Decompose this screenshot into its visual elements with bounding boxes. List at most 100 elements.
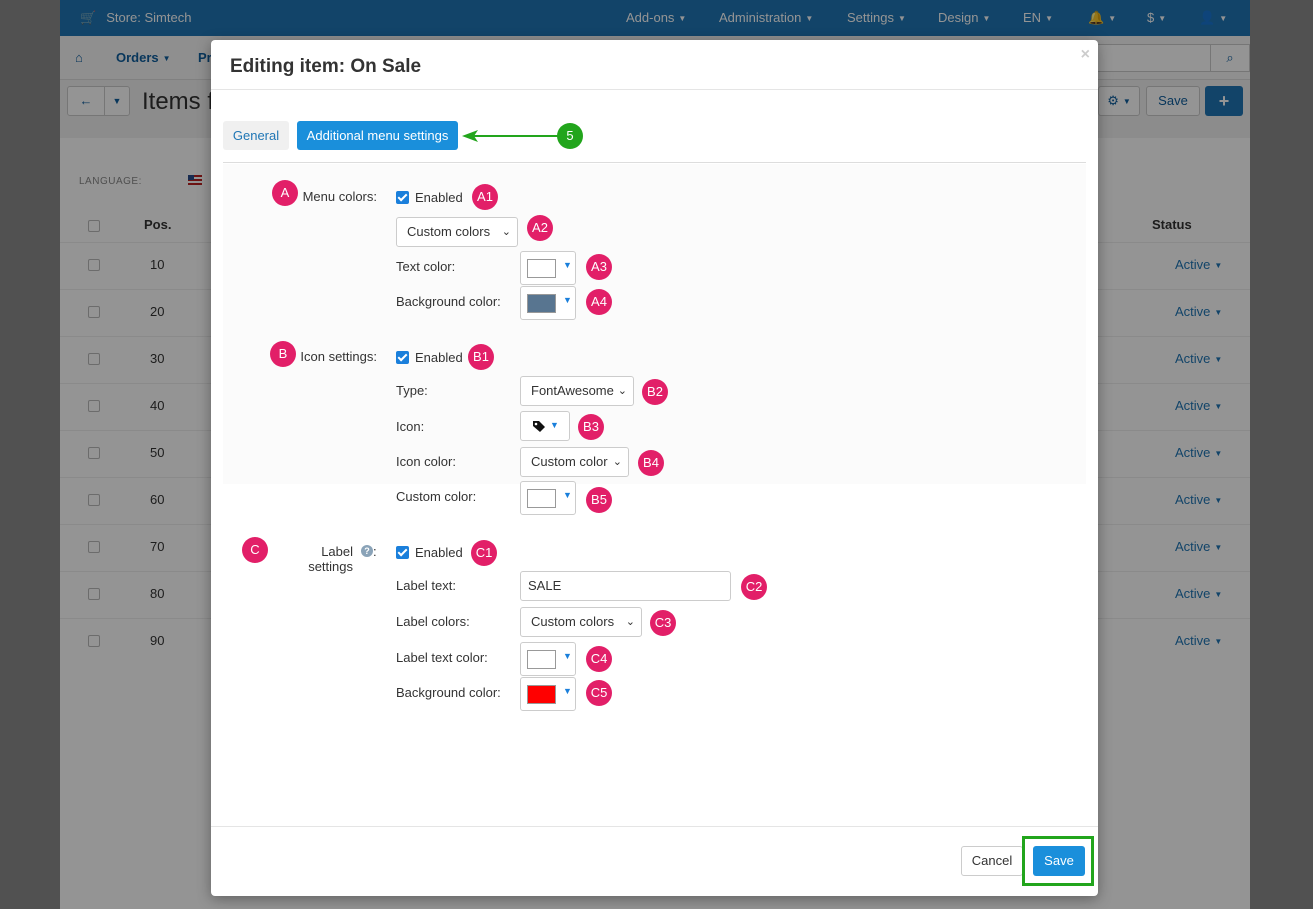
status-dropdown[interactable]: Active▼	[1175, 539, 1223, 554]
plus-icon: +	[1218, 91, 1230, 111]
step-badge: 5	[557, 123, 583, 149]
status-dropdown[interactable]: Active▼	[1175, 351, 1223, 366]
menu-colors-enabled-checkbox[interactable]	[396, 191, 409, 204]
status-dropdown[interactable]: Active▼	[1175, 445, 1223, 460]
icon-color-select[interactable]: Custom color⌄	[520, 447, 629, 477]
status-dropdown[interactable]: Active▼	[1175, 257, 1223, 272]
text-color-label: Text color:	[396, 259, 456, 274]
back-button[interactable]: ←	[67, 86, 105, 116]
color-swatch	[527, 650, 556, 669]
form-background	[223, 164, 1086, 484]
label-colors-label: Label colors:	[396, 614, 470, 629]
us-flag-icon[interactable]	[188, 175, 202, 185]
status-dropdown[interactable]: Active▼	[1175, 586, 1223, 601]
status-dropdown[interactable]: Active▼	[1175, 492, 1223, 507]
annotation-badge: C5	[586, 680, 612, 706]
menu-design[interactable]: Design▼	[938, 10, 991, 25]
caret-down-icon: ▼	[563, 686, 572, 696]
close-icon[interactable]: ×	[1080, 46, 1090, 63]
annotation-arrow	[462, 130, 558, 142]
chevron-down-icon: ⌄	[501, 226, 511, 238]
caret-down-icon: ▼	[563, 651, 572, 661]
background-color-picker[interactable]: ▼	[520, 286, 576, 320]
status-dropdown[interactable]: Active▼	[1175, 633, 1223, 648]
page-save-button[interactable]: Save	[1146, 86, 1200, 116]
cart-icon: 🛒	[80, 10, 97, 25]
home-icon[interactable]: ⌂	[75, 50, 83, 65]
dialog-title: Editing item: On Sale	[230, 56, 422, 77]
label-settings-enabled-label: Enabled	[415, 545, 463, 560]
row-checkbox[interactable]	[88, 588, 100, 600]
column-header-pos: Pos.	[144, 217, 172, 232]
label-settings-enabled-checkbox[interactable]	[396, 546, 409, 559]
cancel-button[interactable]: Cancel	[961, 846, 1023, 876]
menu-colors-enabled-label: Enabled	[415, 190, 463, 205]
caret-down-icon: ▼	[563, 490, 572, 500]
search-icon[interactable]: ⌕	[1210, 44, 1250, 72]
row-checkbox[interactable]	[88, 447, 100, 459]
icon-label: Icon:	[396, 419, 425, 434]
icon-type-select[interactable]: FontAwesome⌄	[520, 376, 634, 406]
row-checkbox[interactable]	[88, 541, 100, 553]
icon-settings-enabled-label: Enabled	[415, 350, 463, 365]
divider	[211, 89, 1098, 90]
page-header: ← ▼ Items f ⚙▼ Save +	[60, 80, 1250, 124]
color-swatch	[527, 294, 556, 313]
menu-settings[interactable]: Settings▼	[847, 10, 906, 25]
status-dropdown[interactable]: Active▼	[1175, 304, 1223, 319]
annotation-badge: B4	[638, 450, 664, 476]
label-background-color-picker[interactable]: ▼	[520, 677, 576, 711]
tag-icon	[533, 421, 545, 432]
row-checkbox[interactable]	[88, 259, 100, 271]
menu-currency[interactable]: $▼	[1147, 10, 1167, 25]
annotation-badge: C	[242, 537, 268, 563]
select-all-checkbox[interactable]	[88, 220, 100, 232]
menu-administration[interactable]: Administration▼	[719, 10, 814, 25]
row-checkbox[interactable]	[88, 306, 100, 318]
menu-addons[interactable]: Add-ons▼	[626, 10, 687, 25]
store-switcher[interactable]: 🛒 Store: Simtech	[80, 10, 191, 26]
chevron-down-icon: ⌄	[617, 385, 627, 397]
row-checkbox[interactable]	[88, 353, 100, 365]
row-checkbox[interactable]	[88, 635, 100, 647]
column-header-status: Status	[1152, 217, 1192, 232]
nav-orders[interactable]: Orders▼	[116, 50, 171, 65]
divider	[223, 162, 1086, 163]
row-checkbox[interactable]	[88, 400, 100, 412]
icon-picker[interactable]: ▼	[520, 411, 570, 441]
label-text-input[interactable]: SALE	[520, 571, 731, 601]
menu-language[interactable]: EN▼	[1023, 10, 1053, 25]
gear-icon: ⚙	[1107, 93, 1119, 108]
custom-color-label: Custom color:	[396, 489, 477, 504]
save-button[interactable]: Save	[1033, 846, 1085, 876]
tab-general[interactable]: General	[223, 121, 289, 150]
nav-products[interactable]: Pr	[198, 50, 212, 65]
annotation-badge: C4	[586, 646, 612, 672]
tab-additional-menu-settings[interactable]: Additional menu settings	[297, 121, 458, 150]
page-title: Items f	[142, 88, 215, 115]
label-colors-select[interactable]: Custom colors⌄	[520, 607, 642, 637]
back-dropdown-button[interactable]: ▼	[104, 86, 130, 116]
custom-color-picker[interactable]: ▼	[520, 481, 576, 515]
menu-colors-mode-select[interactable]: Custom colors⌄	[396, 217, 518, 247]
help-icon[interactable]: ?	[361, 545, 373, 557]
text-color-picker[interactable]: ▼	[520, 251, 576, 285]
label-settings-label: Label settings	[308, 544, 353, 574]
settings-button[interactable]: ⚙▼	[1098, 86, 1140, 116]
label-text-label: Label text:	[396, 578, 456, 593]
menu-colors-label: Menu colors:	[302, 189, 377, 204]
account-menu[interactable]: 👤▼	[1199, 10, 1228, 25]
icon-settings-enabled-checkbox[interactable]	[396, 351, 409, 364]
arrow-left-icon: ←	[79, 93, 93, 108]
annotation-badge: A3	[586, 254, 612, 280]
notifications-menu[interactable]: 🔔▼	[1088, 10, 1117, 25]
status-dropdown[interactable]: Active▼	[1175, 398, 1223, 413]
annotation-badge: C1	[471, 540, 497, 566]
annotation-badge: A2	[527, 215, 553, 241]
annotation-badge: A1	[472, 184, 498, 210]
add-item-button[interactable]: +	[1205, 86, 1243, 116]
store-name: Store: Simtech	[106, 10, 192, 25]
label-text-color-picker[interactable]: ▼	[520, 642, 576, 676]
chevron-down-icon: ▼	[112, 96, 122, 106]
row-checkbox[interactable]	[88, 494, 100, 506]
